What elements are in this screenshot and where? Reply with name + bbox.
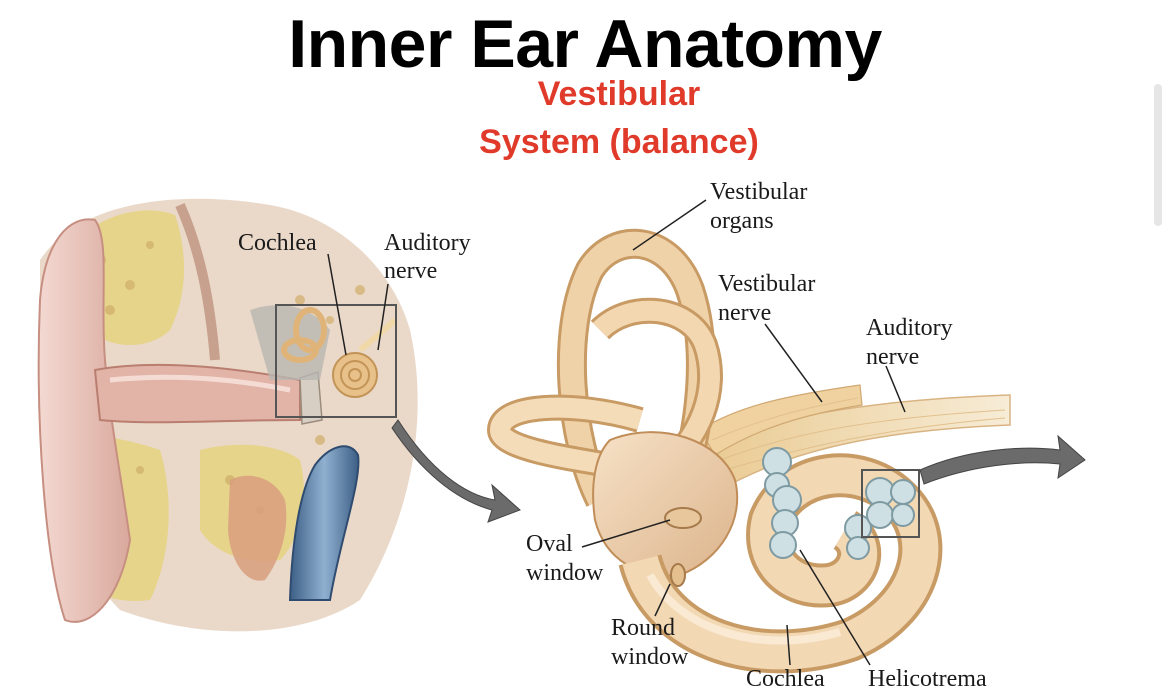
semicircular-canals	[486, 228, 723, 507]
oval-window	[664, 507, 702, 529]
vestibule	[592, 431, 739, 577]
subtitle-line-1: Vestibular	[537, 75, 701, 113]
jugular-vein	[288, 445, 360, 601]
label-auditory-nerve-left-2: nerve	[384, 258, 438, 284]
page-title: Inner Ear Anatomy	[288, 6, 882, 82]
label-oval-window-1: Oval	[526, 531, 573, 557]
labyrinth	[486, 199, 1011, 674]
round-window	[670, 563, 686, 587]
label-auditory-nerve-right-2: nerve	[866, 344, 920, 370]
label-cochlea-right: Cochlea	[746, 666, 825, 692]
subtitle-line-2: System (balance)	[479, 123, 759, 161]
label-auditory-nerve-left-1: Auditory	[384, 230, 471, 256]
inset-box	[275, 304, 397, 418]
label-vestibular-nerve-2: nerve	[718, 300, 772, 326]
vestibular-nerve-bundle	[699, 384, 863, 456]
cochlea-cross-sections	[762, 447, 916, 560]
label-round-window-2: window	[611, 644, 689, 670]
zoom-arrow-left	[391, 419, 521, 523]
label-helicotrema: Helicotrema	[868, 666, 987, 692]
zoom-arrow-right	[919, 434, 1086, 485]
inset-box-right	[861, 469, 920, 538]
label-round-window-1: Round	[611, 615, 676, 641]
label-vestibular-nerve-1: Vestibular	[718, 271, 816, 297]
label-auditory-nerve-right-1: Auditory	[866, 315, 953, 341]
scrollbar[interactable]	[1154, 84, 1162, 226]
label-vestibular-organs-1: Vestibular	[710, 179, 808, 205]
label-oval-window-2: window	[526, 560, 604, 586]
ear-cross-section	[37, 198, 418, 632]
label-vestibular-organs-2: organs	[710, 208, 774, 234]
small-cochlea	[281, 307, 398, 398]
label-cochlea-left: Cochlea	[238, 230, 317, 256]
